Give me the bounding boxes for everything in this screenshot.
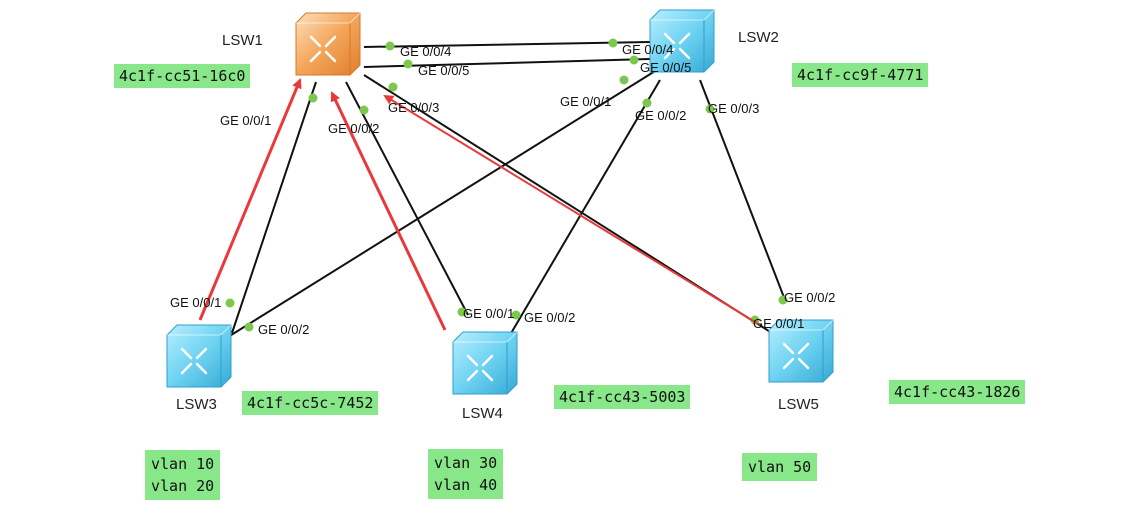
- port-dots: [225, 38, 788, 332]
- links-layer: [227, 41, 786, 338]
- port-dot: [608, 38, 618, 48]
- port-dot: [511, 310, 521, 320]
- arrow-lsw5-to-lsw1: [383, 94, 761, 326]
- port-label-lsw2-g1: GE 0/0/1: [560, 94, 612, 109]
- port-dot: [388, 82, 398, 92]
- link-lsw2-lsw4[interactable]: [509, 79, 661, 336]
- port-label-lsw3-g2: GE 0/0/2: [258, 322, 310, 337]
- port-label-lsw3-g1: GE 0/0/1: [170, 295, 222, 310]
- lsw5-icon[interactable]: [768, 319, 834, 383]
- lsw4-vlan-label: vlan 30 vlan 40: [428, 449, 504, 499]
- port-label-lsw1-g3: GE 0/0/3: [388, 100, 440, 115]
- port-label-lsw1-g2: GE 0/0/2: [328, 121, 380, 136]
- port-label-lsw2-g3: GE 0/0/3: [708, 101, 760, 116]
- port-dot: [225, 298, 235, 308]
- lsw1-icon[interactable]: [295, 12, 361, 76]
- port-dot: [457, 307, 467, 317]
- port-label-lsw2-g4: GE 0/0/4: [622, 42, 674, 57]
- port-label-lsw5-g2: GE 0/0/2: [784, 290, 836, 305]
- link-lsw1-lsw3[interactable]: [231, 81, 317, 334]
- arrows-layer: [198, 78, 761, 331]
- lsw3-vlan-label: vlan 10 vlan 20: [145, 450, 221, 500]
- lsw1-mac-label: 4c1f-cc51-16c0: [114, 64, 251, 88]
- arrow-lsw3-to-lsw1: [198, 78, 302, 321]
- lsw4-icon[interactable]: [452, 331, 518, 395]
- port-label-lsw4-g2: GE 0/0/2: [524, 310, 576, 325]
- lsw4-mac-label: 4c1f-cc43-5003: [554, 385, 691, 409]
- port-dot: [705, 104, 715, 114]
- port-dot: [642, 98, 652, 108]
- vlan-entry: vlan 20: [151, 477, 215, 495]
- link-lsw2-lsw3[interactable]: [227, 67, 661, 338]
- lsw2-icon[interactable]: [649, 9, 715, 73]
- port-dot: [244, 322, 254, 332]
- lsw5-name: LSW5: [778, 396, 819, 413]
- lsw4-name: LSW4: [462, 405, 503, 422]
- lsw5-vlan-label: vlan 50: [742, 453, 818, 481]
- link-lsw1-lsw2-g4[interactable]: [363, 41, 651, 48]
- lsw2-name: LSW2: [738, 29, 779, 46]
- lsw3-icon[interactable]: [166, 324, 232, 388]
- port-dot: [308, 93, 318, 103]
- link-lsw2-lsw5[interactable]: [699, 79, 786, 301]
- port-label-lsw1-g1: GE 0/0/1: [220, 113, 272, 128]
- link-lsw1-lsw4[interactable]: [345, 81, 469, 316]
- port-label-lsw5-g1: GE 0/0/1: [753, 316, 805, 331]
- port-dot: [778, 295, 788, 305]
- lsw3-mac-label: 4c1f-cc5c-7452: [242, 391, 379, 415]
- arrow-lsw4-to-lsw1: [330, 91, 447, 331]
- vlan-entry: vlan 50: [748, 458, 812, 476]
- lsw2-mac-label: 4c1f-cc9f-4771: [792, 63, 929, 87]
- lsw3-name: LSW3: [176, 396, 217, 413]
- port-label-lsw2-g2: GE 0/0/2: [635, 108, 687, 123]
- port-dot: [629, 55, 639, 65]
- lsw1-name: LSW1: [222, 32, 263, 49]
- port-dot: [403, 59, 413, 69]
- port-label-lsw1-g4: GE 0/0/4: [400, 44, 452, 59]
- vlan-entry: vlan 10: [151, 455, 215, 473]
- vlan-entry: vlan 40: [434, 476, 498, 494]
- port-label-lsw4-g1: GE 0/0/1: [463, 306, 515, 321]
- vlan-entry: vlan 30: [434, 454, 498, 472]
- port-label-lsw2-g5: GE 0/0/5: [640, 60, 692, 75]
- port-dot: [385, 41, 395, 51]
- port-dot: [619, 75, 629, 85]
- port-dot: [359, 105, 369, 115]
- lsw5-mac-label: 4c1f-cc43-1826: [889, 380, 1026, 404]
- port-label-lsw1-g5: GE 0/0/5: [418, 63, 470, 78]
